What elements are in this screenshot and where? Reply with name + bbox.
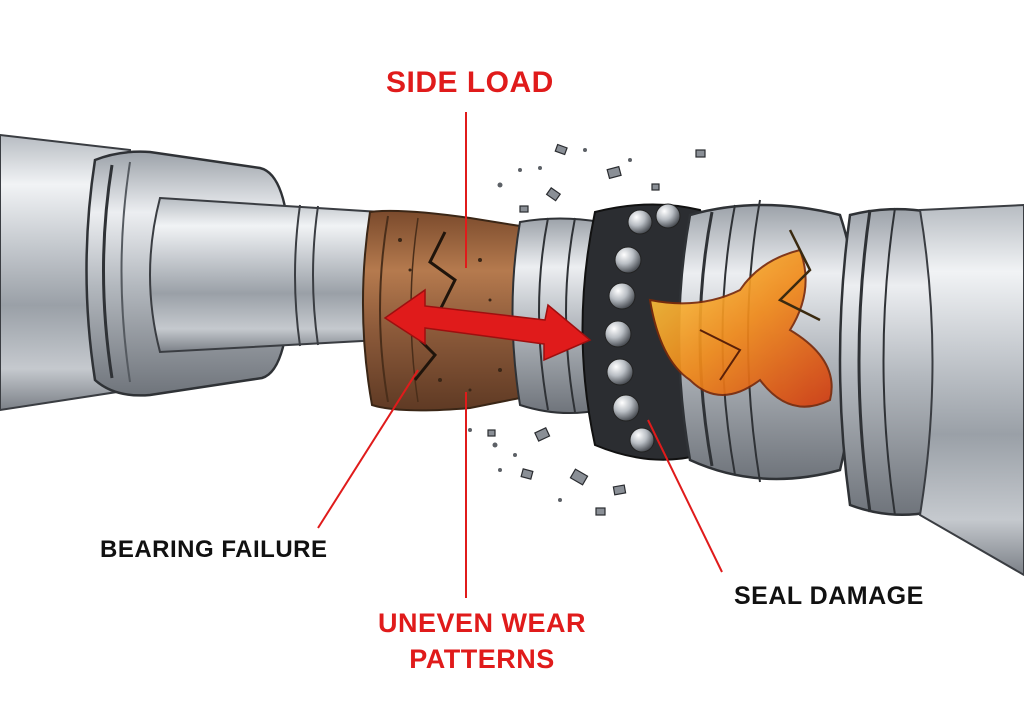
uneven-wear-line-1: UNEVEN WEAR — [378, 608, 587, 638]
inner-shaft — [149, 196, 381, 354]
seal-damage-leader — [647, 419, 723, 573]
debris-fragments — [487, 143, 706, 516]
uneven-wear-label: UNEVEN WEAR PATTERNS — [378, 605, 586, 677]
damaged-seal — [648, 248, 833, 408]
bearing-failure-leader — [317, 369, 419, 529]
bearing-failure-label: BEARING FAILURE — [100, 536, 328, 563]
right-shaft — [918, 203, 1024, 577]
seal-damage-label: SEAL DAMAGE — [734, 582, 924, 610]
side-load-label: SIDE LOAD — [386, 66, 554, 99]
side-load-arrow — [383, 288, 592, 362]
bearing-balls — [604, 203, 681, 453]
uneven-wear-line-2: PATTERNS — [409, 644, 555, 674]
